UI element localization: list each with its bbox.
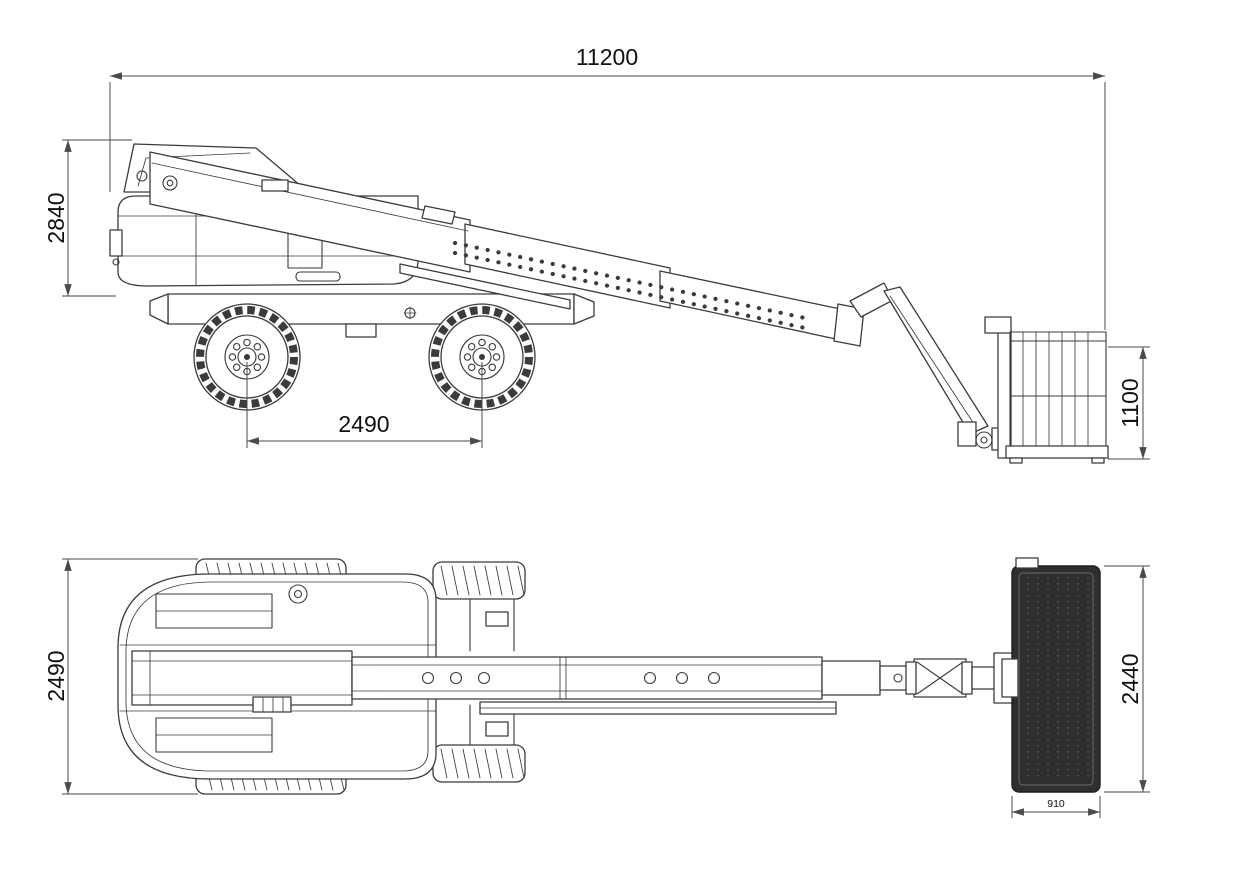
articulating-jib [833,282,1007,451]
boom-hole-strip [452,240,808,321]
platform-depth-label: 910 [1047,798,1065,810]
lift-cylinder [399,263,571,310]
platform-height-label: 1100 [1117,378,1143,427]
plan-view: 2490 2440 910 [43,557,1150,818]
boom-fly-section [659,270,846,342]
dim-platform-depth: 910 [1011,796,1101,818]
plan-platform [1001,557,1101,793]
overall-width-label: 2490 [43,650,69,701]
basket-support [997,329,1012,459]
platform-mount-bracket [1001,658,1019,698]
plan-boom [131,650,1015,715]
platform-tab [1015,557,1039,569]
boom-base-section [149,151,471,273]
side-view: 11200 2840 2490 1100 [43,44,1150,464]
dim-platform-width: 2440 [1104,565,1150,793]
control-console [984,316,1012,334]
dim-platform-height: 1100 [1108,346,1150,460]
boom-hole-strip [452,250,808,331]
dim-wheelbase: 2490 [246,362,483,448]
dim-overall-length: 11200 [109,44,1106,330]
center-mark-icon [403,306,417,320]
dim-overall-height: 2840 [43,139,132,297]
telescopic-boom [149,151,846,342]
dim-overall-width: 2490 [43,558,198,795]
wheelbase-label: 2490 [338,411,389,437]
plan-front-left-wheel [432,561,526,600]
platform-basket [984,316,1109,464]
overall-height-label: 2840 [43,192,69,243]
plan-jib-linkage [893,652,1015,704]
overall-length-label: 11200 [576,44,638,70]
platform-width-label: 2440 [1117,653,1143,704]
plan-front-right-wheel [432,744,526,783]
